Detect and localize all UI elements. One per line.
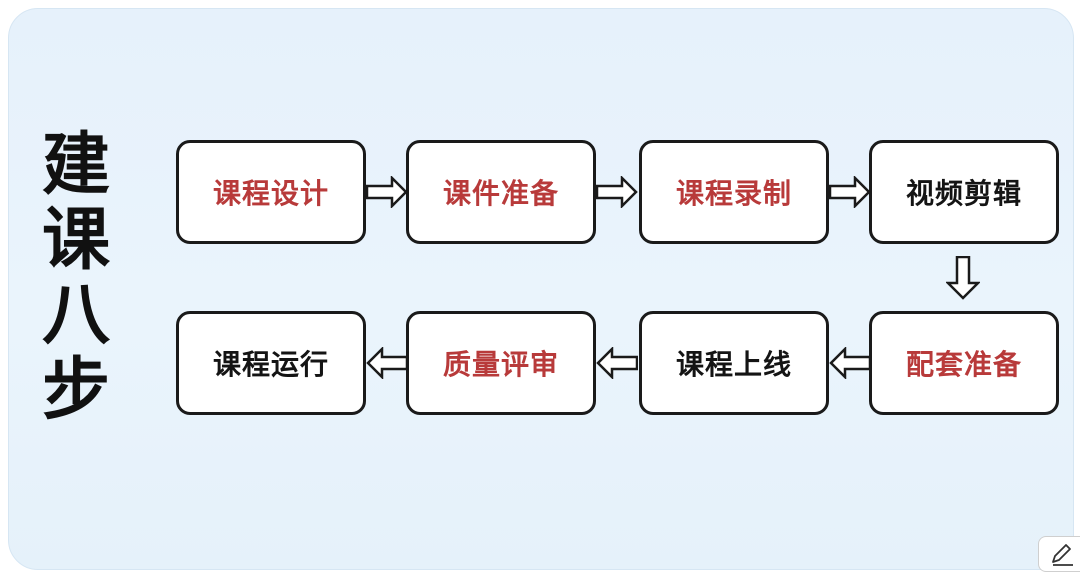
vertical-title: 建 课 八 步 xyxy=(36,128,116,428)
hollow-arrow-icon xyxy=(829,176,871,208)
content-panel xyxy=(8,8,1074,570)
hollow-arrow-icon xyxy=(946,256,980,300)
step-quality-review: 质量评审 xyxy=(406,311,596,415)
pencil-icon xyxy=(1052,544,1073,566)
step-courseware-prep: 课件准备 xyxy=(406,140,596,244)
step-course-launch: 课程上线 xyxy=(639,311,829,415)
step-course-recording: 课程录制 xyxy=(639,140,829,244)
title-char-4: 步 xyxy=(41,351,110,430)
hollow-arrow-icon xyxy=(366,347,408,379)
hollow-arrow-icon xyxy=(596,176,638,208)
step-video-editing: 视频剪辑 xyxy=(869,140,1059,244)
step-course-design: 课程设计 xyxy=(176,140,366,244)
title-char-1: 建 xyxy=(41,126,110,205)
step-course-operation: 课程运行 xyxy=(176,311,366,415)
hollow-arrow-icon xyxy=(829,347,871,379)
hollow-arrow-icon xyxy=(366,176,408,208)
title-char-2: 课 xyxy=(41,201,110,280)
step-supporting-prep: 配套准备 xyxy=(869,311,1059,415)
edit-button[interactable] xyxy=(1038,536,1080,572)
hollow-arrow-icon xyxy=(596,347,638,379)
title-char-3: 八 xyxy=(41,276,110,355)
